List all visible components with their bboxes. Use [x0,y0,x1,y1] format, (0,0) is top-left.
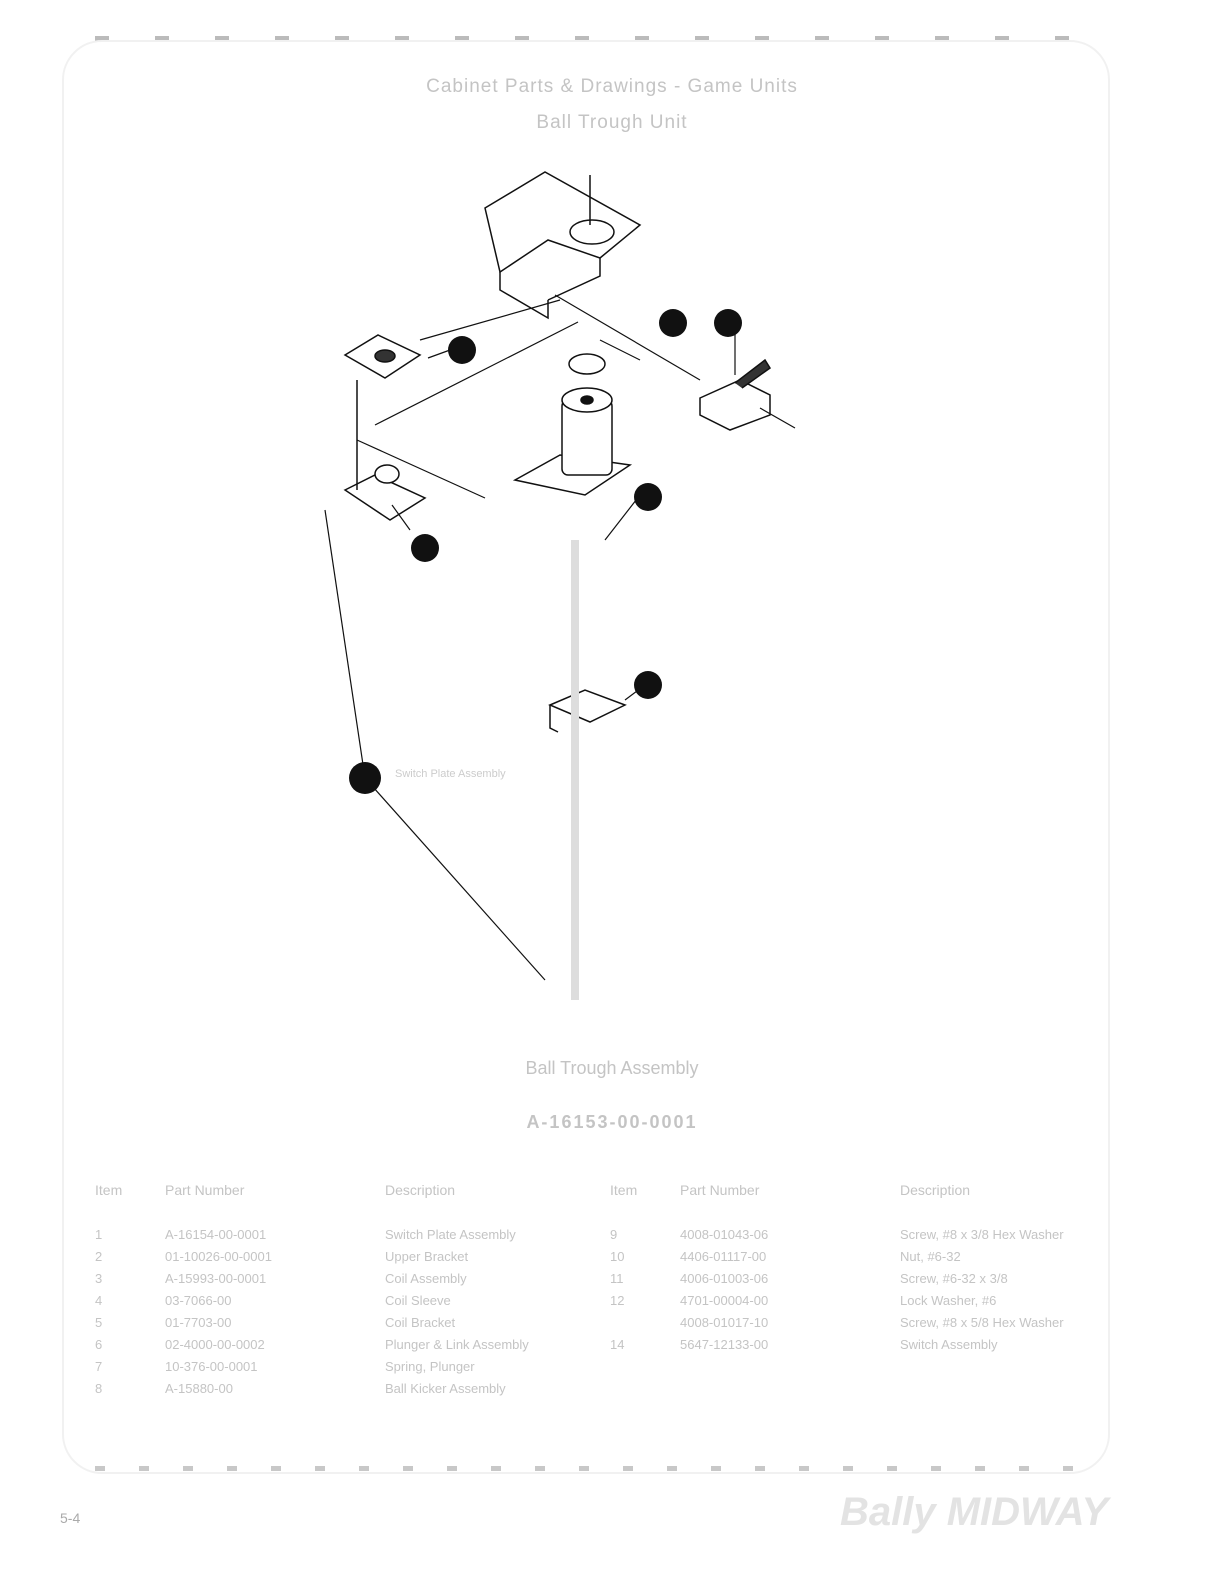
table-header: Item Part Number Description [610,1182,1110,1225]
page-number: 5-4 [60,1510,81,1526]
item: 11 [610,1271,624,1286]
page-title: Cabinet Parts & Drawings - Game Units [426,76,798,97]
bally-midway-logo: Bally MIDWAY [840,1490,1108,1535]
table-row: 11 4006-01003-06 Screw, #6-32 x 3/8 [610,1269,1110,1291]
page-border [62,40,1110,1474]
part-number: A-15993-00-0001 [165,1271,267,1286]
header-part: Part Number [680,1182,760,1198]
header-desc: Description [385,1182,456,1198]
part-number: 01-10026-00-0001 [165,1249,272,1264]
item: 4 [95,1293,103,1308]
part-number: 4701-00004-00 [680,1293,769,1308]
table-row: 4 03-7066-00 Coil Sleeve [95,1291,595,1313]
item [610,1313,680,1335]
table-row: 7 10-376-00-0001 Spring, Plunger [95,1357,595,1379]
switch-plate [343,334,427,521]
item: 2 [95,1249,103,1264]
header-part: Part Number [165,1182,245,1198]
item: 9 [610,1227,618,1242]
header-desc: Description [900,1182,971,1198]
part-number: 01-7703-00 [165,1315,232,1330]
item: 1 [95,1227,103,1242]
leader-lines [324,294,796,1000]
description: Nut, #6-32 [900,1249,961,1264]
description: Screw, #6-32 x 3/8 [900,1271,1008,1286]
page-subtitle: Ball Trough Unit [536,112,688,133]
scan-edge-top [95,36,1075,41]
item: 5 [95,1315,103,1330]
description: Upper Bracket [385,1249,469,1264]
part-number: 02-4000-00-0002 [165,1337,265,1352]
item: 3 [95,1271,103,1286]
table-row: 14 5647-12133-00 Switch Assembly [610,1335,1110,1357]
table-row: 9 4008-01043-06 Screw, #8 x 3/8 Hex Washer [610,1225,1110,1247]
exploded-parts-diagram [324,171,796,1000]
item: 12 [610,1293,625,1308]
part-number: 4008-01043-06 [680,1227,769,1242]
part-number: 5647-12133-00 [680,1337,769,1352]
upper-bracket [484,171,642,320]
description: Spring, Plunger [385,1359,475,1374]
part-number: A-15880-00 [165,1381,233,1396]
item: 10 [610,1249,625,1264]
description: Lock Washer, #6 [900,1293,997,1308]
part-number: 4008-01017-10 [680,1315,769,1330]
header-item: Item [610,1182,638,1198]
parts-table-right: Item Part Number Description 9 4008-01043… [610,1182,1110,1357]
description: Switch Plate Assembly [385,1227,516,1242]
description: Screw, #8 x 3/8 Hex Washer [900,1227,1064,1242]
table-row: 2 01-10026-00-0001 Upper Bracket [95,1247,595,1269]
description: Coil Assembly [385,1271,467,1286]
header-item: Item [95,1182,123,1198]
callout-markers [349,309,742,794]
description: Plunger & Link Assembly [385,1337,529,1352]
description: Ball Kicker Assembly [385,1381,506,1396]
table-row: 5 01-7703-00 Coil Bracket [95,1313,595,1335]
coil-bracket [548,689,627,733]
description: Screw, #8 x 5/8 Hex Washer [900,1315,1064,1330]
description: Coil Bracket [385,1315,456,1330]
item: 7 [95,1359,103,1374]
assembly-name: Ball Trough Assembly [525,1058,699,1078]
part-number: 4006-01003-06 [680,1271,769,1286]
part-number: A-16154-00-0001 [165,1227,267,1242]
item: 6 [95,1337,103,1352]
table-row: 10 4406-01117-00 Nut, #6-32 [610,1247,1110,1269]
coil-assembly [512,353,633,496]
part-number: 10-376-00-0001 [165,1359,258,1374]
table-row: 3 A-15993-00-0001 Coil Assembly [95,1269,595,1291]
part-number: 4406-01117-00 [680,1249,767,1264]
table-header: Item Part Number Description [95,1182,595,1225]
table-row: 6 02-4000-00-0002 Plunger & Link Assembly [95,1335,595,1357]
description: Coil Sleeve [385,1293,451,1308]
assembly-number: A-16153-00-0001 [526,1112,698,1132]
logo-text: Bally MIDWAY [840,1490,1109,1534]
part-number: 03-7066-00 [165,1293,232,1308]
table-row: 8 A-15880-00 Ball Kicker Assembly [95,1379,595,1401]
description: Switch Assembly [900,1337,998,1352]
switch-assembly [699,358,772,431]
item: 8 [95,1381,103,1396]
table-row: 12 4701-00004-00 Lock Washer, #6 [610,1291,1110,1313]
scan-edge-bottom [95,1466,1075,1471]
table-row: 1 A-16154-00-0001 Switch Plate Assembly [95,1225,595,1247]
parts-table-left: Item Part Number Description 1 A-16154-00… [95,1182,595,1401]
item: 14 [610,1337,625,1352]
table-row: 4008-01017-10 Screw, #8 x 5/8 Hex Washer [610,1313,1110,1335]
callout-label: Switch Plate Assembly [395,768,506,780]
